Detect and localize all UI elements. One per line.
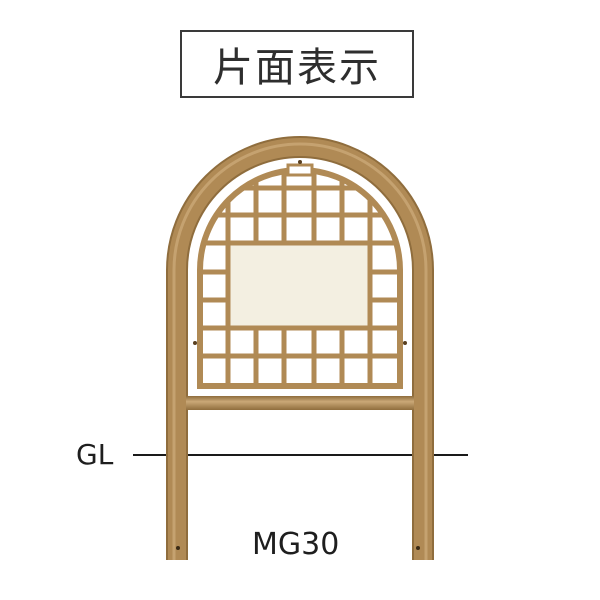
title-text: 片面表示	[213, 45, 381, 91]
title-box: 片面表示	[180, 30, 414, 98]
lattice-panel	[193, 160, 407, 389]
ground-level-label: GL	[76, 438, 114, 471]
crossbar	[186, 396, 414, 410]
display-panel	[225, 240, 373, 331]
left-leg-hole	[176, 546, 180, 550]
model-label: MG30	[252, 527, 340, 562]
outer-arch-frame	[166, 136, 434, 560]
right-leg-hole	[416, 546, 420, 550]
